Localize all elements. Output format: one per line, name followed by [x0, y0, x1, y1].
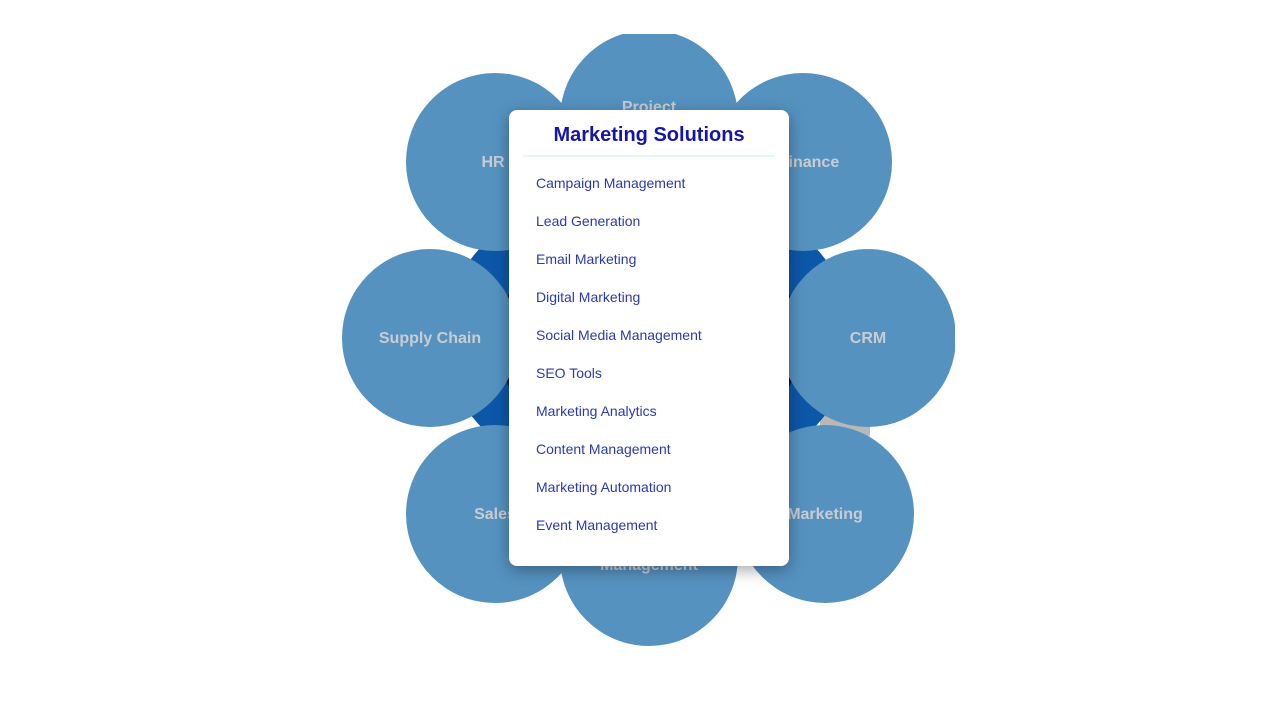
petal-supply-chain[interactable]: Supply Chain — [342, 249, 518, 427]
solution-link-digital-marketing[interactable]: Digital Marketing — [536, 289, 641, 305]
list-item: Digital Marketing — [536, 287, 789, 325]
list-item: Marketing Automation — [536, 477, 789, 515]
petal-supply-chain-label: Supply Chain — [378, 329, 482, 347]
petal-crm-label: CRM — [849, 329, 887, 347]
list-item: SEO Tools — [536, 363, 789, 401]
clip-mask-right — [955, 240, 977, 440]
list-item: Social Media Management — [536, 325, 789, 363]
solution-link-marketing-analytics[interactable]: Marketing Analytics — [536, 403, 657, 419]
solution-link-campaign-management[interactable]: Campaign Management — [536, 175, 686, 191]
petal-hr-label: HR — [481, 153, 505, 171]
solution-link-email-marketing[interactable]: Email Marketing — [536, 251, 637, 267]
list-item: Campaign Management — [536, 173, 789, 211]
clip-mask-top — [540, 0, 760, 34]
petal-sales-label: Sales — [474, 505, 516, 523]
petal-marketing-label: Marketing — [787, 505, 863, 523]
solution-link-event-management[interactable]: Event Management — [536, 517, 658, 533]
petal-finance-label: Finance — [778, 153, 840, 171]
popup-title: Marketing Solutions — [523, 124, 775, 157]
list-item: Lead Generation — [536, 211, 789, 249]
solution-link-content-management[interactable]: Content Management — [536, 441, 671, 457]
solution-link-lead-generation[interactable]: Lead Generation — [536, 213, 641, 229]
list-item: Email Marketing — [536, 249, 789, 287]
clip-mask-left — [320, 240, 342, 440]
marketing-solutions-popup: Marketing Solutions Campaign Management … — [509, 110, 789, 566]
petal-crm[interactable]: CRM — [780, 249, 956, 427]
solution-link-seo-tools[interactable]: SEO Tools — [536, 365, 602, 381]
list-item: Content Management — [536, 439, 789, 477]
list-item: Marketing Analytics — [536, 401, 789, 439]
solution-link-marketing-automation[interactable]: Marketing Automation — [536, 479, 672, 495]
solution-link-social-media-management[interactable]: Social Media Management — [536, 327, 702, 343]
solutions-list: Campaign Management Lead Generation Emai… — [509, 157, 789, 553]
list-item: Event Management — [536, 515, 789, 553]
